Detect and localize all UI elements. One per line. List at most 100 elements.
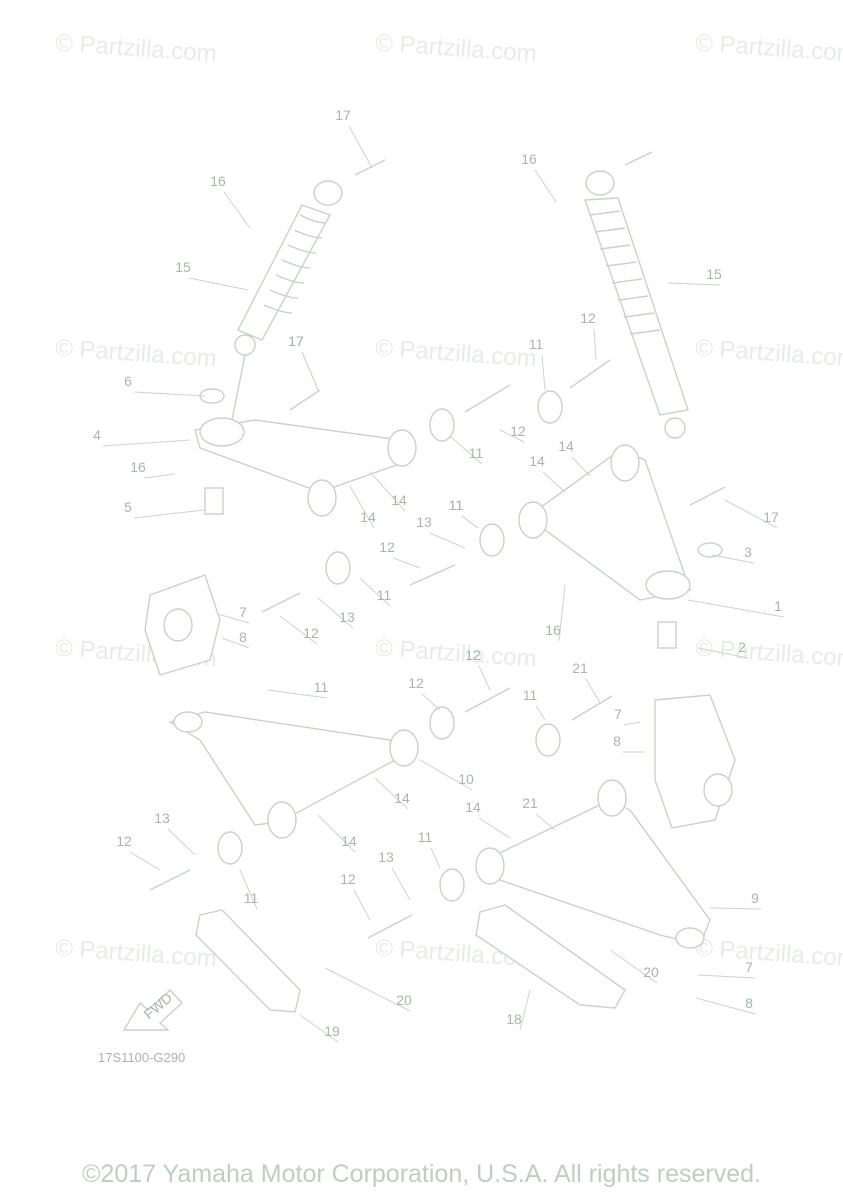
callout-number: 16 bbox=[545, 622, 561, 638]
callout-leader-line bbox=[301, 351, 319, 391]
callout-number: 17 bbox=[288, 333, 304, 349]
callout-number: 12 bbox=[379, 539, 395, 555]
callout-number: 14 bbox=[558, 438, 574, 454]
callout-leader-line bbox=[535, 813, 556, 831]
callout-leader-line bbox=[667, 282, 721, 286]
callout-leader-line bbox=[279, 615, 318, 645]
callout-number: 8 bbox=[613, 733, 621, 749]
callout-leader-line bbox=[623, 721, 641, 726]
callout-leader-line bbox=[542, 471, 566, 493]
callout-number: 12 bbox=[510, 423, 526, 439]
callout-number: 15 bbox=[706, 266, 722, 282]
callout-leader-line bbox=[374, 777, 409, 810]
callout-leader-line bbox=[461, 515, 479, 529]
part-drawings: FWD bbox=[122, 151, 736, 1031]
callout-leader-line bbox=[349, 485, 375, 529]
callout-leader-line bbox=[421, 693, 441, 711]
callout-leader-line bbox=[609, 949, 658, 984]
callout-leader-line bbox=[353, 889, 371, 921]
callout-leader-line bbox=[239, 869, 258, 910]
lower-right-arm bbox=[475, 779, 711, 949]
callout-leader-line bbox=[535, 705, 546, 721]
callout-leader-line bbox=[541, 354, 546, 391]
callout-number: 11 bbox=[449, 497, 464, 513]
callout-leader-line bbox=[217, 613, 250, 624]
callout-number: 11 bbox=[244, 890, 259, 906]
callout-number: 20 bbox=[643, 964, 659, 980]
callout-number: 12 bbox=[303, 625, 319, 641]
callout-number: 11 bbox=[418, 829, 433, 845]
callout-number: 2 bbox=[738, 639, 746, 655]
callout-leader-line bbox=[369, 471, 406, 512]
callout-leader-line bbox=[359, 577, 391, 607]
callout-leader-line bbox=[391, 867, 411, 901]
leader-lines bbox=[102, 125, 785, 1043]
callout-number: 19 bbox=[324, 1023, 340, 1039]
callout-leader-line bbox=[102, 439, 191, 447]
callout-number: 12 bbox=[465, 647, 481, 663]
callout-leader-line bbox=[188, 277, 249, 291]
callout-leader-line bbox=[687, 599, 785, 618]
callout-leader-line bbox=[499, 429, 525, 443]
callout-leader-line bbox=[449, 435, 483, 465]
callout-number: 7 bbox=[614, 706, 622, 722]
callout-leader-line bbox=[129, 851, 161, 871]
callout-number: 9 bbox=[751, 890, 759, 906]
callout-number: 3 bbox=[744, 544, 752, 560]
copyright-notice: ©2017 Yamaha Motor Corporation, U.S.A. A… bbox=[82, 1160, 761, 1188]
callout-number: 16 bbox=[130, 459, 146, 475]
callout-number: 15 bbox=[175, 259, 191, 275]
callout-leader-line bbox=[348, 125, 373, 169]
callout-leader-line bbox=[429, 532, 466, 549]
callout-leader-line bbox=[593, 328, 597, 361]
callout-number: 21 bbox=[522, 795, 538, 811]
callout-number: 17 bbox=[763, 509, 779, 525]
callout-number: 14 bbox=[529, 453, 545, 469]
knuckles bbox=[144, 487, 736, 829]
callout-leader-line bbox=[223, 191, 251, 229]
callout-number: 14 bbox=[394, 790, 410, 806]
callout-leader-line bbox=[478, 817, 511, 839]
callout-number: 13 bbox=[339, 609, 355, 625]
part-code-label: 17S1100-G290 bbox=[98, 1050, 186, 1065]
callout-leader-line bbox=[133, 391, 206, 397]
callout-number: 11 bbox=[529, 336, 544, 352]
callout-leader-line bbox=[392, 557, 421, 569]
callout-number: 8 bbox=[745, 995, 753, 1011]
left-shock-absorber bbox=[231, 180, 343, 421]
callout-leader-line bbox=[478, 665, 491, 691]
right-shock-absorber bbox=[584, 170, 689, 439]
bushings bbox=[217, 390, 563, 902]
callout-leader-line bbox=[519, 989, 531, 1031]
callout-number: 20 bbox=[396, 992, 412, 1008]
callout-number: 7 bbox=[745, 959, 753, 975]
callout-number: 11 bbox=[377, 587, 392, 603]
callout-leader-line bbox=[711, 554, 755, 564]
callout-leader-line bbox=[317, 814, 356, 853]
callout-leader-line bbox=[221, 637, 250, 649]
callout-number: 7 bbox=[239, 604, 247, 620]
callout-number: 17 bbox=[335, 107, 351, 123]
callout-number: 11 bbox=[314, 679, 329, 695]
callout-leader-line bbox=[419, 759, 473, 791]
callout-number: 13 bbox=[154, 810, 170, 826]
callout-leader-line bbox=[697, 974, 756, 979]
callout-leader-line bbox=[317, 597, 354, 629]
callout-number: 12 bbox=[580, 310, 596, 326]
callout-number: 16 bbox=[210, 173, 226, 189]
callout-leader-line bbox=[695, 997, 756, 1015]
callout-number: 12 bbox=[116, 833, 132, 849]
callout-leader-line bbox=[534, 169, 557, 203]
callout-number: 14 bbox=[341, 833, 357, 849]
callout-number: 12 bbox=[408, 675, 424, 691]
callout-leader-line bbox=[697, 647, 749, 659]
callout-number: 17 bbox=[288, 333, 304, 349]
callout-number: 11 bbox=[449, 497, 464, 513]
callout-number: 13 bbox=[416, 514, 432, 530]
callout-number: 16 bbox=[521, 151, 537, 167]
callout-number: 14 bbox=[391, 492, 407, 508]
callout-number: 6 bbox=[124, 373, 132, 389]
callout-leader-line bbox=[267, 689, 328, 699]
